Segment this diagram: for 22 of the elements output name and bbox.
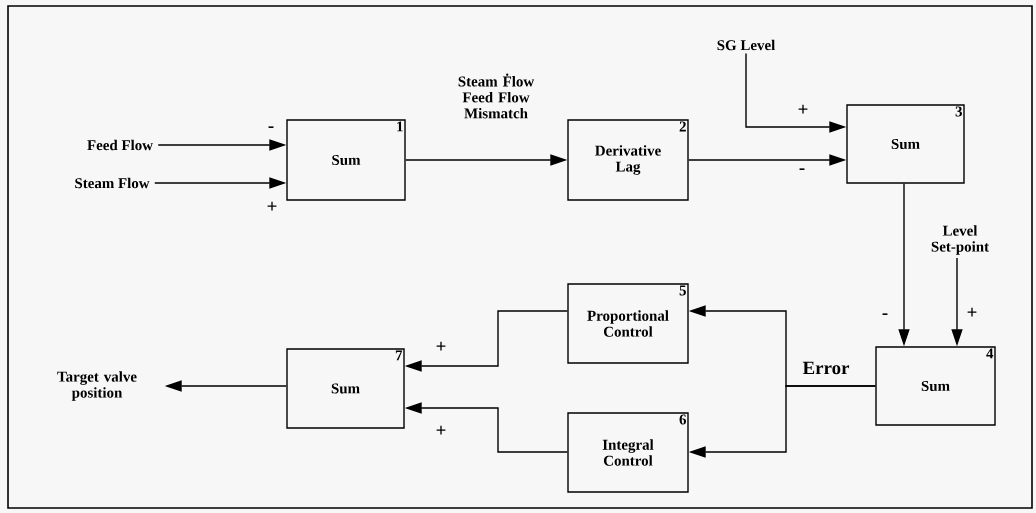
edge-label: + (267, 201, 277, 211)
edge-label: + (436, 425, 446, 435)
edge-label: - (882, 313, 888, 315)
signal-label: SG Level (717, 39, 775, 51)
block-box: Sum 4 (875, 346, 996, 426)
signal-label: Feed Flow (87, 139, 153, 151)
edge-label: + (436, 341, 446, 351)
signal-label: Level Set-point (931, 225, 989, 255)
edge-label: - (799, 168, 805, 170)
edge-label: + (798, 104, 808, 114)
block-box: Sum 7 (286, 348, 405, 429)
signal-label: Target valve position (57, 371, 137, 401)
block-box: Sum 3 (846, 104, 965, 184)
signal-label: Steam Flow (75, 177, 150, 189)
edge-label: Error (802, 361, 850, 375)
edge-label: Steam Ḟlow Feed Flow Mismatch (458, 73, 535, 119)
edge-label: - (268, 126, 274, 128)
block-box: Sum 1 (286, 119, 406, 201)
edge-label: + (967, 307, 977, 317)
block-box: Derivative Lag 2 (567, 119, 689, 201)
block-box: Proportional Control 5 (567, 283, 689, 364)
block-box: Integral Control 6 (567, 412, 689, 493)
